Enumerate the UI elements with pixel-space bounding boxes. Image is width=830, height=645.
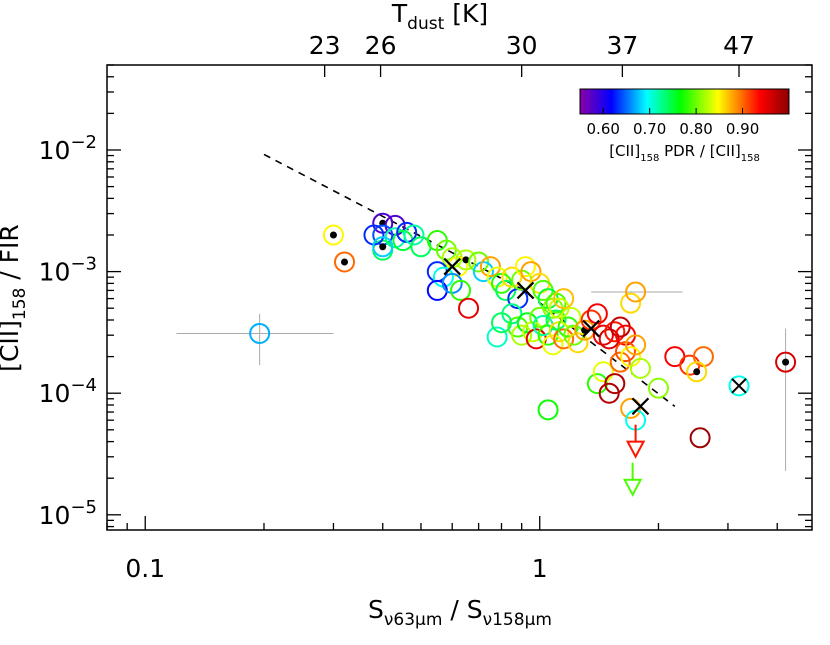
data-point xyxy=(625,281,647,303)
data-point xyxy=(553,288,575,310)
data-point xyxy=(511,324,533,346)
data-point xyxy=(625,334,647,356)
x-axis-title: Sν63μm / Sν158μm xyxy=(368,595,552,630)
data-point xyxy=(479,256,501,278)
top-tick-label: 47 xyxy=(723,31,755,60)
data-point-center-dot xyxy=(341,258,349,266)
data-point xyxy=(620,292,642,314)
y-tick-label: 10−2 xyxy=(39,132,97,165)
data-point xyxy=(553,328,575,350)
data-point-center-dot xyxy=(782,358,790,366)
colorbar-gradient xyxy=(579,88,790,115)
data-point xyxy=(567,332,589,354)
y-tick-label: 10−4 xyxy=(39,375,97,408)
data-point-center-dot xyxy=(693,368,701,376)
cross-marker xyxy=(631,397,650,416)
colorbar-title: [CII]158 PDR / [CII]158 xyxy=(609,142,760,164)
data-point xyxy=(598,328,620,350)
data-point xyxy=(629,357,651,379)
data-point xyxy=(542,334,564,356)
data-point xyxy=(586,373,608,395)
data-point xyxy=(664,346,686,368)
data-point-center-dot xyxy=(462,256,470,264)
y-tick-label: 10−5 xyxy=(39,497,97,530)
colorbar: 0.60 0.70 0.80 0.90 [CII]158 PDR / [CII]158 xyxy=(579,88,790,164)
data-point xyxy=(686,361,708,383)
data-point xyxy=(322,224,344,246)
y-axis-title: [CII]158 / FIR xyxy=(0,224,30,372)
data-point xyxy=(486,326,508,348)
colorbar-tick-label: 0.60 xyxy=(587,120,620,138)
cross-marker xyxy=(582,319,600,338)
data-point xyxy=(604,321,626,343)
data-point xyxy=(592,361,614,383)
data-point xyxy=(545,309,567,331)
data-point-cross xyxy=(731,378,747,394)
top-tick-label: 23 xyxy=(309,31,341,60)
data-point xyxy=(647,377,669,399)
data-point xyxy=(592,324,614,346)
data-point xyxy=(609,351,631,373)
data-point xyxy=(403,224,425,246)
top-tick-label: 37 xyxy=(606,31,638,60)
data-layer xyxy=(176,153,797,497)
data-point xyxy=(689,427,711,449)
data-point xyxy=(501,266,523,288)
axis-titles: Sν63μm / Sν158μm Tdust [K] [CII]158 / FIR xyxy=(0,0,552,630)
x-tick-label: 1 xyxy=(532,554,548,583)
top-axis-title: Tdust [K] xyxy=(391,0,488,34)
data-point xyxy=(620,397,642,419)
colorbar-tick-label: 0.90 xyxy=(726,120,759,138)
data-point xyxy=(468,251,490,273)
y-tick-label: 10−3 xyxy=(39,254,97,287)
data-point xyxy=(249,322,271,344)
data-point xyxy=(604,373,626,395)
data-point xyxy=(490,312,512,334)
data-point xyxy=(514,256,536,278)
data-point xyxy=(775,351,797,373)
data-point-center-dot xyxy=(329,231,337,239)
data-point xyxy=(728,375,750,397)
colorbar-tick-label: 0.80 xyxy=(679,120,712,138)
data-point xyxy=(548,297,570,319)
colorbar-tick-label: 0.70 xyxy=(633,120,666,138)
data-point xyxy=(537,399,559,421)
cross-marker xyxy=(516,281,535,300)
top-tick-label: 30 xyxy=(506,31,538,60)
axes-layer: 0.1 1 23 26 30 37 47 10−5 10−4 10−3 10−2 xyxy=(39,31,813,583)
upper-limit-arrow xyxy=(625,440,646,459)
x-tick-label: 0.1 xyxy=(125,554,165,583)
plot-frame xyxy=(106,64,813,531)
upper-limit-arrow xyxy=(622,478,643,497)
data-point xyxy=(450,279,472,301)
data-point-center-dot xyxy=(379,243,387,251)
data-point xyxy=(472,261,494,283)
data-point xyxy=(458,297,480,319)
top-tick-label: 26 xyxy=(365,31,397,60)
data-point xyxy=(334,251,356,273)
data-point xyxy=(455,249,477,271)
data-point xyxy=(372,236,394,258)
cross-marker xyxy=(443,257,461,276)
